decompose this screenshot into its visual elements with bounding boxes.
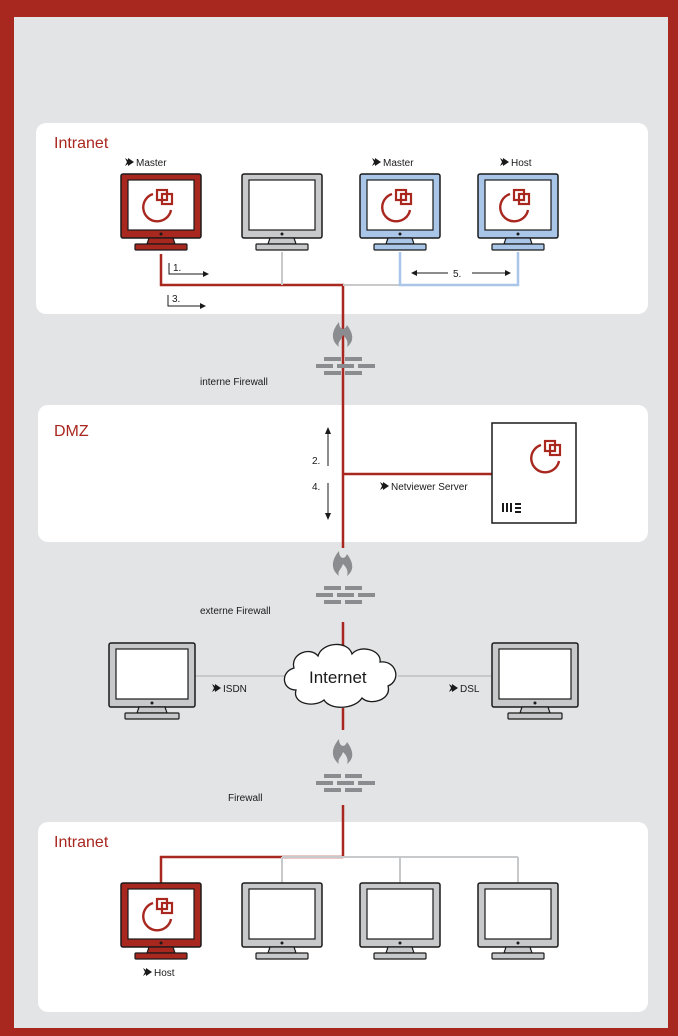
- role-label-master-2: Master: [383, 158, 414, 169]
- intranet-bottom-panel: [38, 822, 648, 1012]
- computer-gray-top: [241, 173, 323, 251]
- master-computer-blue: [359, 173, 441, 251]
- brick-wall-icon: [316, 357, 375, 375]
- isdn-computer: [108, 642, 196, 720]
- zone-label-dmz: DMZ: [54, 423, 89, 440]
- step-4-arrow: [325, 483, 331, 520]
- firewall-flame-icon: [332, 551, 353, 576]
- computer-gray-bottom-2: [359, 882, 441, 960]
- host-computer-red: [120, 882, 202, 960]
- step-2-arrow: [325, 427, 331, 466]
- computer-gray-bottom-3: [477, 882, 559, 960]
- role-label-master-1: Master: [136, 158, 167, 169]
- zone-label-intranet-bottom: Intranet: [54, 834, 109, 851]
- firewall-external: [316, 551, 375, 604]
- brick-wall-icon: [316, 586, 375, 604]
- server-icon: [491, 422, 577, 524]
- step-1-label: 1.: [173, 263, 181, 274]
- step-1-arrow: [168, 263, 209, 277]
- step-5-label: 5.: [453, 269, 461, 280]
- step-3-arrow: [167, 295, 206, 309]
- host-computer-blue: [477, 173, 559, 251]
- step-4-label: 4.: [312, 482, 320, 493]
- role-label-dsl: DSL: [460, 684, 480, 695]
- blue-link: [398, 252, 520, 287]
- chevron-right-icon: [449, 684, 458, 692]
- firewall-flame-icon: [332, 739, 353, 764]
- master-red-link: [159, 254, 345, 405]
- step-3-label: 3.: [172, 294, 180, 305]
- step-2-label: 2.: [312, 456, 320, 467]
- firewall-client: [316, 739, 375, 792]
- firewall-flame-icon: [332, 322, 353, 347]
- firewall-internal: [316, 322, 375, 375]
- computer-gray-bottom-1: [241, 882, 323, 960]
- role-label-netviewer-server: Netviewer Server: [391, 482, 468, 493]
- firewall-internal-label: interne Firewall: [200, 377, 268, 388]
- role-label-host-bottom: Host: [154, 968, 175, 979]
- firewall-client-label: Firewall: [228, 793, 262, 804]
- firewall-external-label: externe Firewall: [200, 606, 271, 617]
- intranet-top-panel: [36, 123, 648, 314]
- role-label-host-top: Host: [511, 158, 532, 169]
- chevron-right-icon: [212, 684, 221, 692]
- role-label-isdn: ISDN: [223, 684, 247, 695]
- step-5-arrow: [411, 270, 511, 276]
- cloud-icon: [283, 643, 397, 708]
- brick-wall-icon: [316, 774, 375, 792]
- dsl-computer: [491, 642, 579, 720]
- master-computer-red: [120, 173, 202, 251]
- zone-label-intranet-top: Intranet: [54, 135, 109, 152]
- internet-label: Internet: [309, 668, 367, 687]
